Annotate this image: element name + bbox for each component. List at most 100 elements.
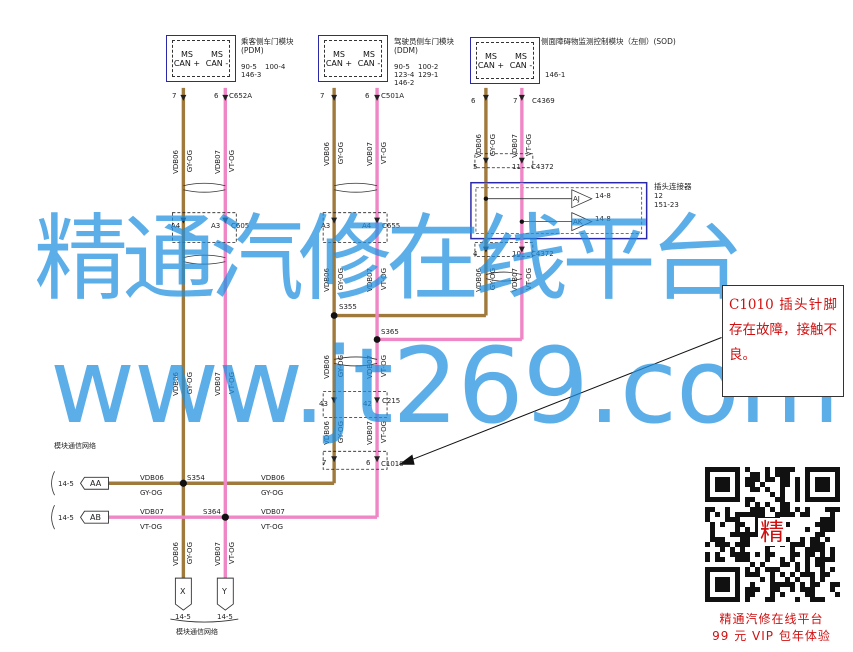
pin-4: 4: [473, 250, 478, 258]
ddm-ref-1: 100-2: [418, 63, 439, 71]
wire-label-ddm-vtog: VT-OG: [380, 142, 388, 165]
pdm-ref-0: 90-5: [241, 63, 257, 71]
hwire-mid-vtog: VT-OG: [261, 523, 284, 531]
pdm-module[interactable]: [166, 35, 236, 82]
pin-a3-pdm: A3: [211, 222, 221, 230]
connector-pin-arrows: [180, 94, 525, 463]
hwire-ab-vtog: VT-OG: [140, 523, 163, 531]
splice-s355: S355: [339, 303, 357, 311]
wire-label-ddm-vdb06: VDB06: [323, 142, 331, 166]
connector-c4372-bottom: C4372: [531, 250, 554, 258]
wire-label-sod-gyog: GY-OG: [489, 134, 497, 157]
ddm-ref-4: 146-2: [394, 79, 415, 87]
sod-title: 侧面障碍物监测控制模块（左侧）(SOD): [541, 37, 676, 46]
pin-6-c1010: 6: [366, 459, 371, 467]
pdm-pin-a: 7: [172, 92, 177, 100]
ddm-module[interactable]: [318, 35, 388, 82]
connector-outlines: [171, 153, 534, 470]
wire-label-sod-vdb07: VDB07: [511, 134, 519, 158]
pin-10: 10: [512, 250, 521, 258]
hwire-mid-vdb06: VDB06: [261, 474, 285, 482]
ddm-pin-a: 7: [320, 92, 325, 100]
sod-module[interactable]: [470, 37, 540, 84]
sod-module-inner: [476, 42, 534, 79]
splice-points: [179, 312, 381, 521]
pdm-ref-1: 100-4: [265, 63, 286, 71]
pdm-module-inner: [172, 40, 230, 77]
network-ref-y: 14-5: [217, 613, 233, 621]
twisted-pair-markers: [183, 182, 522, 367]
network-ref-aa: 14-5: [58, 480, 74, 488]
wire-label-bottom-vdb06: VDB06: [172, 542, 180, 566]
sod-can-hi: MS CAN +: [477, 52, 505, 70]
pin-11: 11: [512, 163, 521, 171]
jumper-aj: AJ: [573, 195, 580, 203]
jumper-ak: AK: [573, 218, 583, 226]
qr-caption-1: 精通汽修在线平台: [719, 612, 824, 626]
wire-label-ddm-vdb07: VDB07: [366, 142, 374, 166]
ddm-can-lo: MS CAN -: [357, 50, 381, 68]
pdm-can-hi: MS CAN +: [173, 50, 201, 68]
wire-label-pdm-vdb06: VDB06: [172, 150, 180, 174]
watermark-line1: 精通汽修在线平台: [34, 205, 744, 314]
pdm-pin-b: 6: [214, 92, 219, 100]
watermark-line2: www.jt269.com: [50, 325, 840, 447]
pin-43: 43: [319, 400, 328, 408]
wire-label-pdm-gyog: GY-OG: [186, 150, 194, 173]
ddm-abbr: (DDM): [394, 46, 418, 55]
wire-label-ddm-gyog: GY-OG: [337, 142, 345, 165]
hwire-mid-vdb07: VDB07: [261, 508, 285, 516]
wire-label-sod-vtog: VT-OG: [525, 134, 533, 157]
network-brackets: [51, 471, 239, 623]
connector-c655: C655: [382, 222, 401, 230]
ddm-pin-b: 6: [365, 92, 370, 100]
sod-can-lo: MS CAN -: [509, 52, 533, 70]
wire-label-bottom-gyog: GY-OG: [186, 542, 194, 565]
network-label-bottom: 模块通信网络: [176, 628, 218, 636]
pin-7-c1010: 7: [322, 459, 327, 467]
hwire-mid-gyog: GY-OG: [261, 489, 284, 497]
wire-label-pdm-vdb07: VDB07: [214, 150, 222, 174]
network-terminal-aa: AA: [90, 479, 102, 488]
network-terminal-x: X: [180, 587, 186, 596]
ddm-ref-0: 90-5: [394, 63, 410, 71]
jumper-connector-box: [470, 181, 648, 245]
connector-c4372-top: C4372: [531, 163, 554, 171]
sod-pin-a: 6: [471, 97, 476, 105]
network-terminal-ab: AB: [90, 513, 101, 522]
ddm-connector: C501A: [381, 92, 405, 100]
sod-pin-b: 7: [513, 97, 518, 105]
connector-c1010: C1010: [381, 460, 404, 468]
pin-a4-ddm: A4: [362, 222, 372, 230]
network-label-top: 模块通信网络: [54, 442, 96, 450]
ddm-can-hi: MS CAN +: [325, 50, 353, 68]
pin-5: 5: [473, 163, 478, 171]
hwire-ab-vdb07: VDB07: [140, 508, 164, 516]
pdm-ref-2: 146-3: [241, 71, 262, 79]
pdm-title: 乘客侧车门模块: [241, 37, 294, 46]
splice-s364: S364: [203, 508, 221, 516]
network-terminal-y: Y: [222, 587, 227, 596]
connector-c605: C605: [231, 222, 250, 230]
ddm-ref-3: 129-1: [418, 71, 439, 79]
network-ref-x: 14-5: [175, 613, 191, 621]
pdm-connector: C652A: [229, 92, 253, 100]
pdm-can-lo: MS CAN -: [205, 50, 229, 68]
ddm-ref-2: 123-4: [394, 71, 415, 79]
pin-a4-pdm: A4: [171, 222, 181, 230]
pin-a3-ddm: A3: [321, 222, 331, 230]
splice-s354: S354: [187, 474, 205, 482]
callout-arrow: [398, 337, 722, 465]
jumper-ref-ak: 14-8: [595, 215, 611, 223]
network-ref-ab: 14-5: [58, 514, 74, 522]
sod-connector: C4369: [532, 97, 555, 105]
qr-center-char: 精: [758, 518, 786, 546]
qr-caption-2: 99 元 VIP 包年体验: [712, 629, 831, 643]
ddm-title: 驾驶员侧车门模块: [394, 37, 454, 46]
sod-ref-0: 146-1: [545, 71, 566, 79]
splice-s365: S365: [381, 328, 399, 336]
fault-callout: C1010 插头针脚存在故障，接触不良。: [722, 285, 844, 397]
jumper-ref-1: 151-23: [654, 201, 679, 209]
jumper-ref-0: 12: [654, 192, 663, 200]
